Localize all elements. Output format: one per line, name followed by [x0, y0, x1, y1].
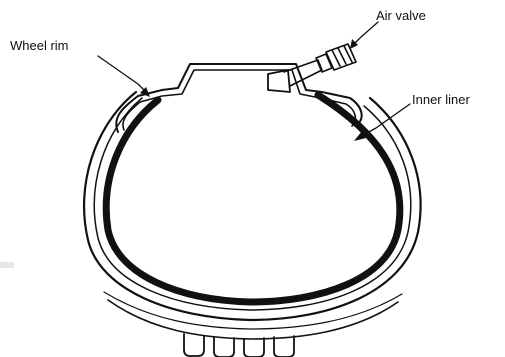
valve-cap-rib	[332, 50, 340, 66]
air-valve-leader	[352, 22, 378, 46]
wheel-rim-leader	[98, 56, 148, 94]
valve-stem-boss	[268, 70, 290, 92]
tread-block	[184, 334, 204, 356]
tread-block	[214, 337, 234, 357]
tread-block	[274, 336, 294, 357]
valve-cap-rib	[338, 48, 346, 64]
air-valve-label: Air valve	[376, 8, 426, 23]
tread-block	[244, 338, 264, 357]
leader-lines	[98, 22, 410, 138]
wheel-rim-label: Wheel rim	[10, 38, 69, 53]
leader-arrowheads	[140, 39, 366, 141]
scan-artifact	[0, 262, 14, 268]
valve-collar	[316, 54, 332, 72]
inner-liner-label: Inner liner	[412, 92, 470, 107]
